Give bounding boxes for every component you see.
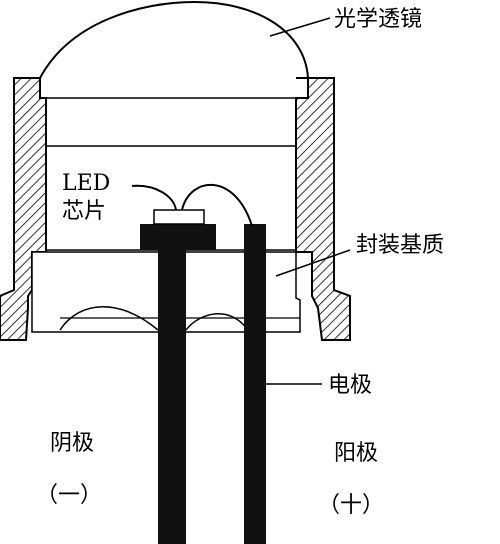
led-label-line1: LED	[62, 171, 110, 196]
anode-label: 阳极	[334, 441, 378, 466]
cathode-label: 阴极	[50, 431, 94, 456]
encapsulant-curve-right	[185, 313, 249, 331]
anode-lead	[244, 224, 266, 544]
right-housing-wall	[295, 77, 351, 341]
lens-label: 光学透镜	[334, 7, 422, 32]
lens-leader-line	[269, 17, 331, 37]
encapsulant-label: 封装基质	[356, 233, 444, 258]
bond-wire-right	[181, 184, 253, 227]
anode-sign-label: （十）	[318, 493, 384, 518]
cathode-lead	[158, 240, 186, 544]
led-label-line2: 芯片	[62, 199, 106, 224]
bond-wire-left	[131, 184, 177, 211]
optical-lens-dome	[39, 0, 309, 79]
led-chip	[153, 209, 205, 225]
electrode-label: 电极	[328, 373, 372, 398]
cathode-sign-label: （一）	[36, 483, 102, 508]
encapsulant-curve-left	[59, 306, 159, 331]
encapsulant-leader-line	[275, 249, 351, 277]
